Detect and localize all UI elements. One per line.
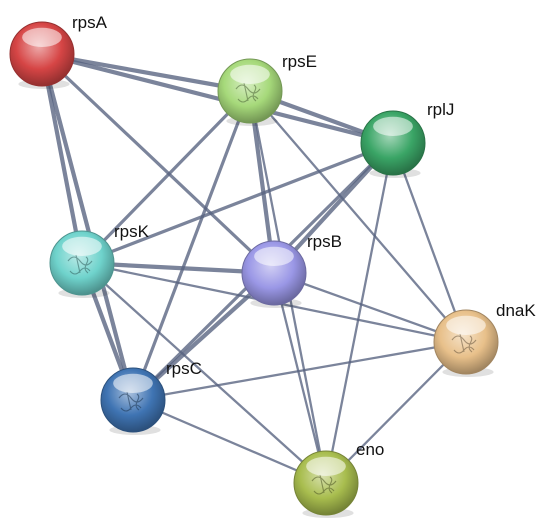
node-label-rpsK: rpsK bbox=[114, 222, 150, 241]
protein-structure-icon bbox=[451, 333, 477, 354]
edge-rpsB-dnaK bbox=[272, 271, 468, 344]
edge-dnaK-eno bbox=[324, 340, 468, 485]
node-highlight bbox=[373, 116, 413, 136]
node-rpsA[interactable]: rpsA bbox=[9, 13, 108, 89]
edge-rpsA-rpsE bbox=[39, 51, 253, 94]
node-label-dnaK: dnaK bbox=[496, 301, 536, 320]
edge-rplJ-dnaK bbox=[391, 141, 468, 344]
edge-rpsC-dnaK bbox=[131, 340, 468, 402]
edge-rpsB-eno bbox=[272, 271, 328, 485]
node-rpsK[interactable]: rpsK bbox=[49, 222, 150, 298]
node-label-eno: eno bbox=[356, 440, 384, 459]
edge-rplJ-rpsK bbox=[80, 141, 395, 265]
edge-rpsA-rpsK bbox=[39, 51, 85, 266]
node-rpsE[interactable]: rpsE bbox=[217, 52, 317, 126]
node-eno[interactable]: eno bbox=[293, 440, 384, 518]
node-rpsC[interactable]: rpsC bbox=[100, 359, 202, 435]
node-highlight bbox=[446, 315, 486, 335]
protein-structure-icon bbox=[67, 254, 93, 275]
node-highlight bbox=[306, 456, 346, 476]
edge-rpsC-eno bbox=[131, 398, 328, 485]
edge-rpsE-dnaK bbox=[248, 89, 468, 344]
protein-structure-icon bbox=[311, 474, 337, 495]
node-label-rplJ: rplJ bbox=[427, 100, 454, 119]
node-rpsB[interactable]: rpsB bbox=[241, 232, 342, 308]
edge-rpsA-rpsB bbox=[40, 52, 276, 275]
node-label-rpsA: rpsA bbox=[72, 13, 108, 32]
node-label-rpsE: rpsE bbox=[282, 52, 317, 71]
protein-structure-icon bbox=[235, 82, 261, 103]
node-label-rpsC: rpsC bbox=[166, 359, 202, 378]
node-label-rpsB: rpsB bbox=[307, 232, 342, 251]
protein-structure-icon bbox=[118, 391, 144, 412]
edge-rpsE-rpsC bbox=[131, 89, 252, 402]
node-dnaK[interactable]: dnaK bbox=[433, 301, 536, 377]
edge-rpsA-rplJ bbox=[39, 51, 396, 146]
edge-rpsA-rpsC bbox=[39, 51, 136, 403]
node-highlight bbox=[22, 27, 62, 47]
edge-rplJ-eno bbox=[324, 141, 395, 485]
node-highlight bbox=[254, 246, 294, 266]
edge-rpsK-eno bbox=[80, 261, 328, 485]
edge-rpsE-rpsK bbox=[80, 89, 252, 265]
nodes-layer: rpsA rpsE rplJ rpsK rpsB dnaK rpsC eno bbox=[9, 13, 536, 518]
node-rplJ[interactable]: rplJ bbox=[360, 100, 454, 178]
node-highlight bbox=[113, 373, 153, 393]
node-highlight bbox=[230, 64, 270, 84]
node-highlight bbox=[62, 236, 102, 256]
